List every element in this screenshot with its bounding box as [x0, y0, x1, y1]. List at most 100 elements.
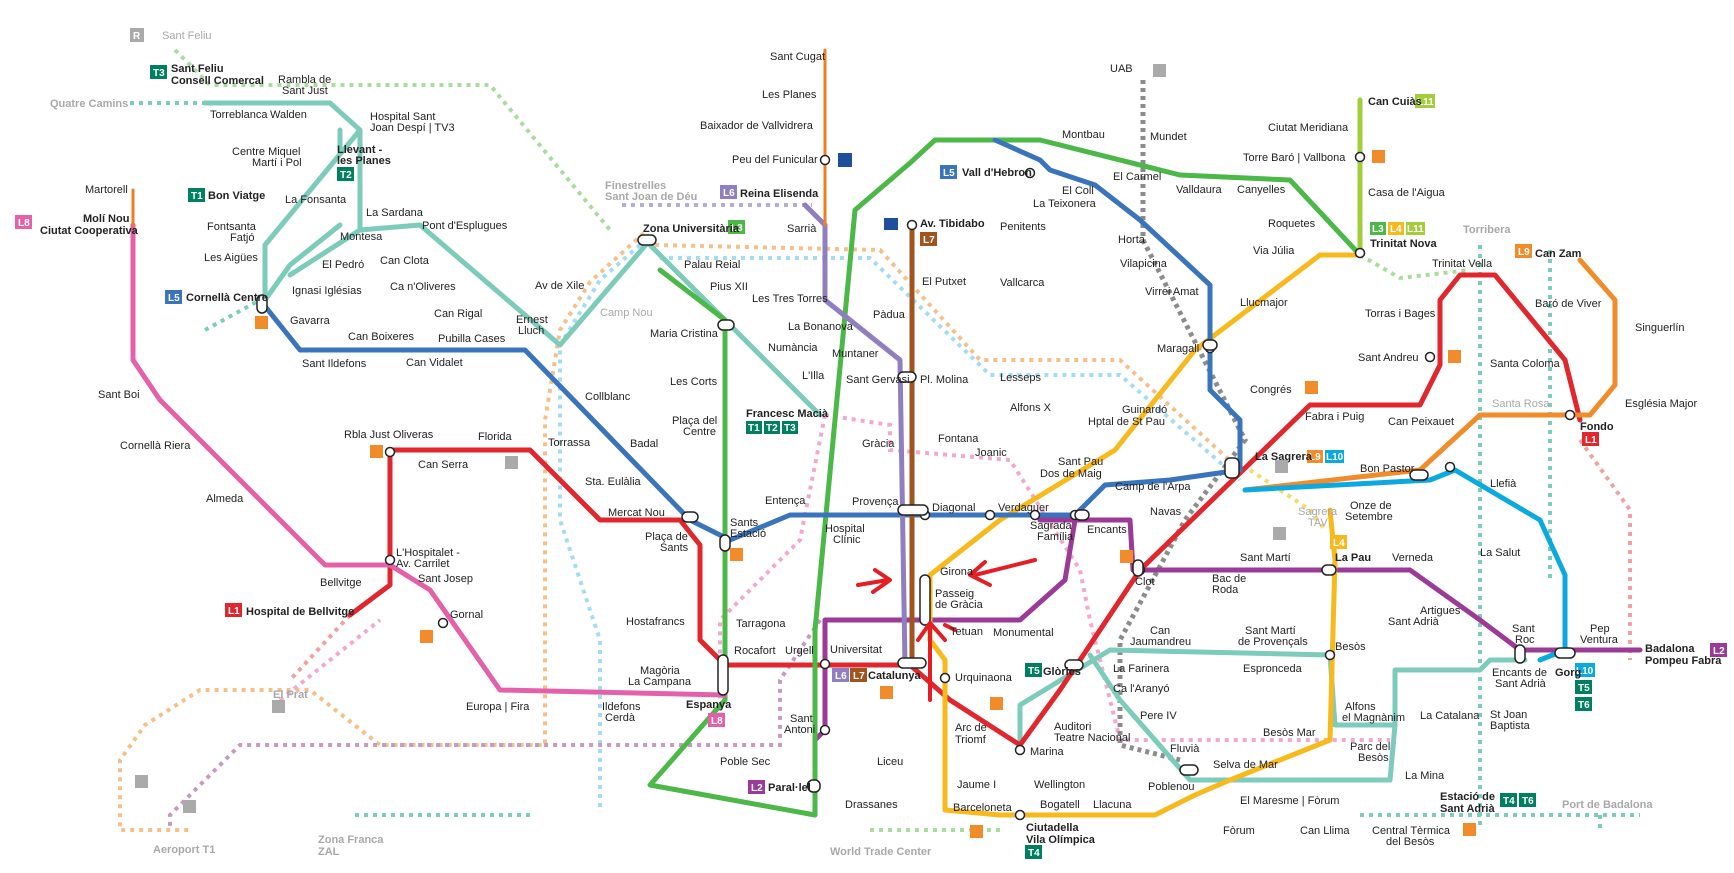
label-urgell[interactable]: Urgell: [785, 645, 814, 657]
interchange-bon-pastor[interactable]: [1409, 469, 1429, 481]
interchange-sant-roc[interactable]: [1514, 644, 1526, 664]
badge-l1-fondo[interactable]: [1582, 432, 1599, 446]
label-sant-antoni[interactable]: Sant: [790, 713, 813, 725]
label-zona-franca[interactable]: Zona Franca: [318, 834, 384, 846]
label-la-bonanova[interactable]: La Bonanova: [788, 321, 854, 333]
label-st-joan[interactable]: St Joan: [1490, 709, 1527, 721]
label-can-vidalet[interactable]: Can Vidalet: [406, 357, 463, 369]
label-camp-nou[interactable]: Camp Nou: [600, 307, 653, 319]
label-bon-viatge[interactable]: Bon Viatge: [208, 190, 265, 202]
badge-t6-gorg[interactable]: [1575, 697, 1592, 711]
label-muntaner[interactable]: Muntaner: [832, 348, 879, 360]
label-can-boixeres[interactable]: Can Boixeres: [348, 331, 415, 343]
badge-l8-espanya[interactable]: [708, 713, 725, 727]
label-ildefons2[interactable]: Cerdà: [605, 712, 636, 724]
label-sant-marti-prov2[interactable]: de Provençals: [1238, 636, 1308, 648]
label-sta-eulalia[interactable]: Sta. Eulàlia: [585, 476, 642, 488]
label-bellvitge[interactable]: Bellvitge: [320, 577, 362, 589]
label-entenca[interactable]: Entença: [765, 495, 806, 507]
label-baro-viver[interactable]: Baró de Viver: [1535, 298, 1602, 310]
label-zona-universitaria[interactable]: Zona Universitària: [643, 223, 740, 235]
label-can-jaumandreu2[interactable]: Jaumandreu: [1130, 636, 1191, 648]
label-la-salut[interactable]: La Salut: [1480, 547, 1520, 559]
badge-l4-trinitat[interactable]: [1388, 222, 1404, 235]
label-sant-ildefons[interactable]: Sant Ildefons: [302, 358, 367, 370]
label-can-jaumandreu[interactable]: Can: [1150, 625, 1170, 637]
label-la-fonsanta[interactable]: La Fonsanta: [285, 194, 347, 206]
interchange-espanya[interactable]: [717, 654, 729, 696]
label-sant-pau[interactable]: Sant Pau: [1058, 456, 1103, 468]
label-hospital-sant-joan[interactable]: Hospital Sant: [370, 111, 435, 123]
interchange-clot[interactable]: [1132, 559, 1144, 577]
badge-l2-badalona[interactable]: [1710, 643, 1727, 657]
label-mundet[interactable]: Mundet: [1150, 131, 1187, 143]
label-rambla-sant-just2[interactable]: Sant Just: [282, 85, 328, 97]
label-roquetes[interactable]: Roquetes: [1268, 218, 1316, 230]
badge-l10-gorg[interactable]: [1575, 663, 1595, 677]
label-mercat-nou[interactable]: Mercat Nou: [608, 507, 665, 519]
label-el-pedro[interactable]: El Pedró: [322, 259, 364, 271]
badge-l10-sagrera[interactable]: [1325, 450, 1344, 463]
label-bac-roda[interactable]: Bac de: [1212, 573, 1246, 585]
label-cornella-centre[interactable]: Cornellà Centre: [186, 292, 268, 304]
label-estacio-adria[interactable]: Estació de: [1440, 791, 1495, 803]
label-el-putxet[interactable]: El Putxet: [922, 276, 966, 288]
label-sant-antoni2[interactable]: Antoni: [784, 724, 815, 736]
label-can-cuias[interactable]: Can Cuiàs: [1368, 96, 1422, 108]
label-la-catalana[interactable]: La Catalana: [1420, 710, 1480, 722]
interchange-diagonal[interactable]: [897, 504, 929, 516]
label-walden[interactable]: Walden: [270, 109, 307, 121]
badge-t1-macia[interactable]: [746, 421, 762, 434]
label-penitents[interactable]: Penitents: [1000, 221, 1046, 233]
label-lilla[interactable]: L'Illa: [802, 370, 825, 382]
label-bogatell[interactable]: Bogatell: [1040, 799, 1080, 811]
label-fondo[interactable]: Fondo: [1580, 421, 1614, 433]
label-espronceda[interactable]: Espronceda: [1243, 663, 1303, 675]
label-moli-nou[interactable]: Molí Nou: [83, 213, 129, 225]
label-torras-bages[interactable]: Torras i Bages: [1365, 308, 1436, 320]
badge-l11-trinitat[interactable]: [1406, 222, 1425, 235]
label-glories[interactable]: Glòries: [1043, 666, 1081, 678]
label-llefia[interactable]: Llefià: [1490, 478, 1517, 490]
label-gornal[interactable]: Gornal: [450, 609, 483, 621]
badge-l3-zona[interactable]: [728, 220, 745, 234]
label-av-xile[interactable]: Av de Xile: [535, 280, 584, 292]
badge-l8-moli-nou[interactable]: [15, 215, 32, 229]
badge-t6-adria[interactable]: [1519, 793, 1536, 807]
label-forum[interactable]: Fòrum: [1223, 825, 1255, 837]
label-provenca[interactable]: Provença: [852, 496, 899, 508]
label-la-sagrera[interactable]: La Sagrera: [1255, 451, 1313, 463]
label-torre-baro[interactable]: Torre Baró | Vallbona: [1243, 152, 1346, 164]
interchange-catalunya[interactable]: [897, 657, 927, 669]
label-parc-besos2[interactable]: Besòs: [1358, 752, 1389, 764]
label-sant-boi[interactable]: Sant Boi: [98, 389, 140, 401]
label-finestrelles2[interactable]: Sant Joan de Déu: [605, 191, 697, 203]
stn-dot[interactable]: [437, 617, 449, 629]
label-universitat[interactable]: Universitat: [830, 644, 882, 656]
label-tarragona[interactable]: Tarragona: [736, 618, 786, 630]
label-pont-esplugues[interactable]: Pont d'Esplugues: [422, 220, 508, 232]
label-francesc-macia[interactable]: Francesc Macià: [746, 408, 829, 420]
label-casa-aigua[interactable]: Casa de l'Aigua: [1368, 187, 1446, 199]
label-llucmajor[interactable]: Llucmajor: [1240, 297, 1288, 309]
stn-dot[interactable]: [1564, 409, 1576, 421]
label-cornella-riera[interactable]: Cornellà Riera: [120, 440, 191, 452]
label-placa-sants2[interactable]: Sants: [660, 542, 689, 554]
stn-dot[interactable]: [1014, 744, 1026, 756]
label-finestrelles[interactable]: Finestrelles: [605, 180, 666, 192]
label-marina[interactable]: Marina: [1030, 746, 1065, 758]
label-numancia[interactable]: Numància: [768, 342, 818, 354]
label-auditori[interactable]: Auditori: [1054, 721, 1091, 733]
label-espanya[interactable]: Espanya: [686, 699, 732, 711]
interchange-gorg[interactable]: [1554, 647, 1576, 659]
label-les-tres-torres[interactable]: Les Tres Torres: [752, 293, 828, 305]
label-ernest2[interactable]: Lluch: [518, 325, 544, 337]
label-montesa[interactable]: Montesa: [340, 231, 383, 243]
badge-l6-reina[interactable]: [720, 185, 737, 199]
label-sant-roc[interactable]: Sant: [1512, 623, 1535, 635]
label-verdaguer[interactable]: Verdaguer: [998, 502, 1049, 514]
interchange-maria-cristina[interactable]: [717, 319, 735, 331]
label-auditori2[interactable]: Teatre Nacional: [1054, 732, 1130, 744]
badge-l5-cornella[interactable]: [165, 290, 182, 304]
label-arc-triomf2[interactable]: Triomf: [955, 734, 987, 746]
